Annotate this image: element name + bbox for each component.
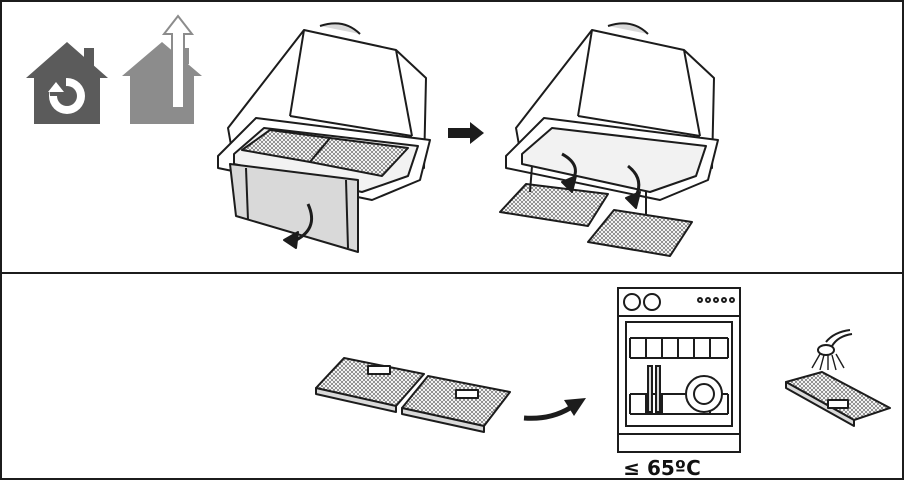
section-divider xyxy=(2,272,902,274)
right-arrow-icon xyxy=(448,122,484,144)
hood-remove-filters-illustration xyxy=(499,22,719,257)
curved-arrow-icon xyxy=(523,398,586,421)
dishwasher-icon xyxy=(617,287,741,453)
home-up-arrow-icon xyxy=(122,14,202,124)
dishwasher-temperature-label: ≤ 65ºC xyxy=(623,456,701,480)
home-refresh-icon xyxy=(26,42,108,124)
hood-remove-panel-illustration xyxy=(217,22,431,253)
filters-pair-illustration xyxy=(315,357,511,433)
hand-wash-filter-illustration xyxy=(785,329,891,427)
